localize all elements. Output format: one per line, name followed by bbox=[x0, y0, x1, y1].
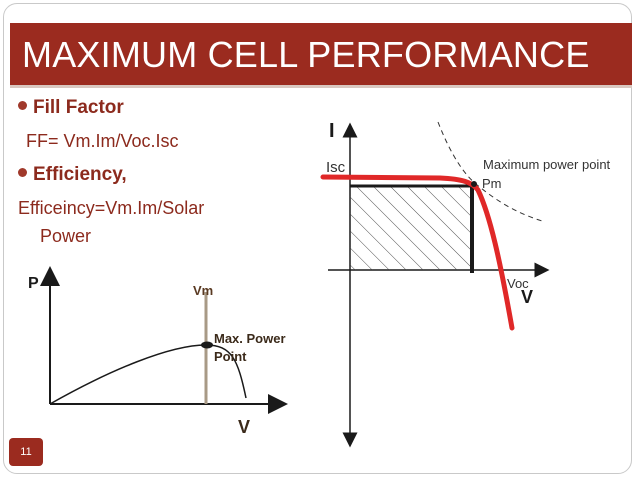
bullet-efficiency: Efficiency, bbox=[18, 164, 127, 186]
bullet-label: Fill Factor bbox=[33, 97, 124, 118]
fill-factor-formula: FF= Vm.Im/Voc.Isc bbox=[26, 131, 179, 151]
bullet-dot-icon bbox=[18, 168, 27, 178]
bullet-label: Efficiency, bbox=[33, 164, 127, 185]
slide-number: 11 bbox=[9, 438, 43, 466]
efficiency-formula-line2: Power bbox=[40, 226, 92, 246]
bullet-fill-factor: Fill Factor bbox=[18, 97, 124, 119]
title-underline bbox=[10, 85, 632, 88]
slide-title: MAXIMUM CELL PERFORMANCE bbox=[22, 34, 590, 75]
title-bar: MAXIMUM CELL PERFORMANCE bbox=[10, 23, 632, 85]
bullet-dot-icon bbox=[18, 101, 27, 111]
efficiency-formula-line1: Efficeincy=Vm.Im/Solar bbox=[18, 198, 205, 218]
